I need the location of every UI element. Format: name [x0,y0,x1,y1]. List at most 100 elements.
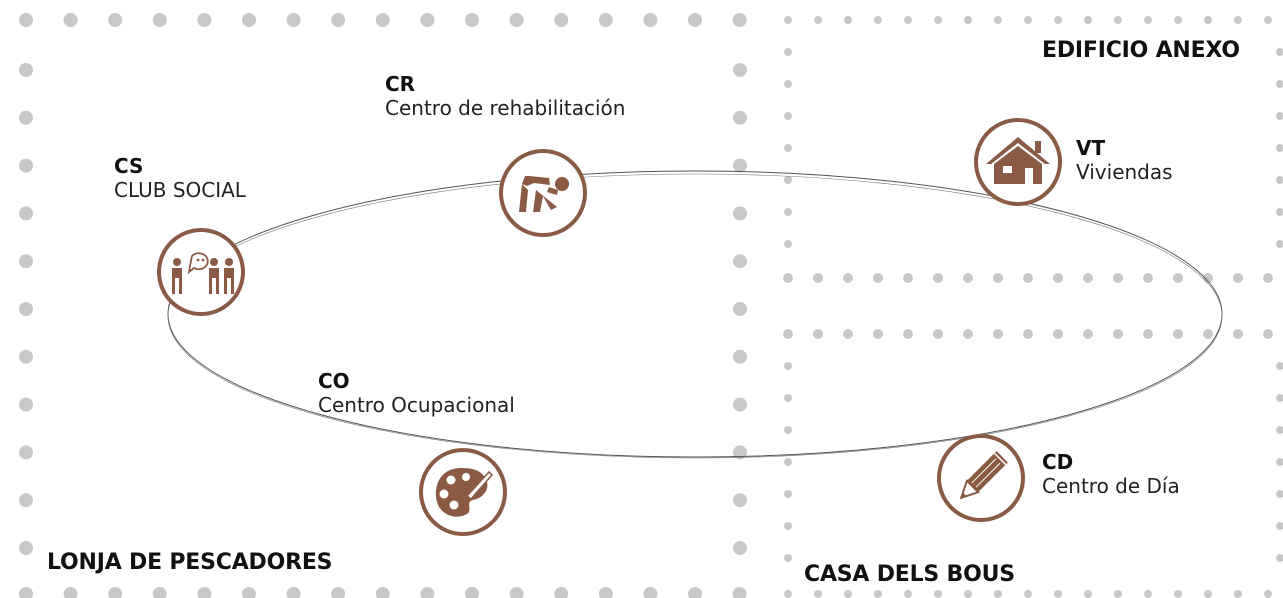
anexo-boundary-dot [1024,16,1032,24]
lonja-boundary-dot [598,587,613,598]
bous-boundary-dot [1023,329,1033,339]
anexo-boundary-dot [1233,273,1243,283]
lonja-boundary-dot [19,254,33,269]
anexo-boundary-dot [784,208,792,216]
lonja-boundary-dot [197,587,212,598]
bous-boundary-dot [1233,329,1243,339]
bous-boundary-dot [993,329,1003,339]
service-code: CD [1042,450,1074,474]
lonja-boundary-dot [286,587,301,598]
bous-boundary-dot [1113,329,1123,339]
anexo-boundary-dot [784,176,792,184]
anexo-boundary-dot [963,273,973,283]
anexo-boundary-dot [784,112,792,120]
lonja-boundary-dot [108,587,123,598]
bous-boundary-dot [994,590,1002,598]
lonja-boundary-dot [643,587,658,598]
anexo-boundary-dot [1143,273,1153,283]
lonja-boundary-dot [242,587,256,598]
bous-boundary-dot [1054,590,1062,598]
bous-boundary-dot [1276,554,1283,562]
lonja-boundary-dot [598,13,613,27]
lonja-boundary-dot [733,158,747,173]
bous-boundary-dot [1263,329,1273,339]
bous-boundary-dot [963,329,973,339]
lonja-boundary-dot [732,13,747,27]
bous-boundary-dot [1024,590,1032,598]
anexo-boundary-dot [873,273,883,283]
service-code: CS [114,154,144,178]
lonja-boundary-dot [465,587,479,598]
lonja-boundary-dot [19,110,33,125]
anexo-boundary-dot [1173,273,1183,283]
anexo-boundary-dot [994,16,1002,24]
lonja-boundary-dot [420,587,435,598]
bous-boundary-dot [844,590,852,598]
lonja-boundary-dot [688,13,702,27]
anexo-boundary-dot [1234,16,1242,24]
lonja-boundary-dot [509,13,524,27]
bous-boundary-dot [784,426,792,434]
lonja-boundary-dot [733,541,747,555]
lonja-boundary-dot [19,397,33,412]
anexo-boundary-dot [1054,16,1062,24]
palette-icon [419,448,507,536]
area-boundaries [19,13,1283,598]
bous-boundary-dot [934,590,942,598]
bous-boundary-dot [1276,394,1283,402]
lonja-boundary-dot [19,63,33,77]
anexo-boundary-dot [1204,16,1212,24]
bous-boundary-dot [784,394,792,402]
lonja-boundary-dot [733,493,747,508]
bous-boundary-dot [874,590,882,598]
lonja-boundary-dot [733,302,747,316]
anexo-boundary-dot [1276,176,1283,184]
pencil-icon [937,434,1025,522]
anexo-boundary-dot [784,80,792,88]
lonja-boundary-dot [19,302,33,316]
bous-boundary-dot [903,329,913,339]
anexo-boundary-dot [784,144,792,152]
anexo-boundary-dot [784,16,792,24]
service-cr: CR Centro de rehabilitación [385,72,625,121]
lonja-boundary-dot [733,110,747,125]
bous-boundary-dot [1114,590,1122,598]
area-label-lonja: LONJA DE PESCADORES [47,550,333,575]
lonja-boundary-dot [331,587,346,598]
lonja-boundary-dot [733,63,747,77]
anexo-boundary-dot [1276,144,1283,152]
lonja-boundary-dot [554,13,569,27]
lonja-boundary-dot [19,587,33,598]
bous-boundary-dot [1143,329,1153,339]
bous-boundary-dot [843,329,853,339]
bous-boundary-dot [1276,522,1283,530]
bous-boundary-dot [1276,362,1283,370]
bous-boundary-dot [784,590,792,598]
lonja-boundary-dot [19,349,33,364]
lonja-boundary-dot [19,158,33,173]
service-name: Viviendas [1076,160,1173,185]
lonja-boundary-dot [643,13,658,27]
lonja-boundary-dot [242,13,256,27]
lonja-boundary-dot [733,397,747,412]
lonja-boundary-dot [733,445,747,460]
bous-boundary-dot [1276,426,1283,434]
service-cd: CD Centro de Día [1042,450,1180,499]
people-talking-icon [157,228,245,316]
anexo-boundary-dot [1276,48,1283,56]
bous-boundary-dot [1203,329,1213,339]
bous-boundary-dot [1276,490,1283,498]
lonja-boundary-dot [19,206,33,221]
lonja-boundary-dot [420,13,435,27]
bous-boundary-dot [784,458,792,466]
area-label-bous: CASA DELS BOUS [804,562,1015,587]
anexo-boundary-dot [1264,16,1272,24]
anexo-boundary-dot [904,16,912,24]
lonja-boundary-dot [732,587,747,598]
lonja-boundary-dot [19,13,33,27]
lonja-boundary-dot [733,254,747,269]
anexo-boundary-dot [1276,208,1283,216]
service-co: CO Centro Ocupacional [318,369,515,418]
anexo-boundary-dot [934,16,942,24]
bous-boundary-dot [1144,590,1152,598]
